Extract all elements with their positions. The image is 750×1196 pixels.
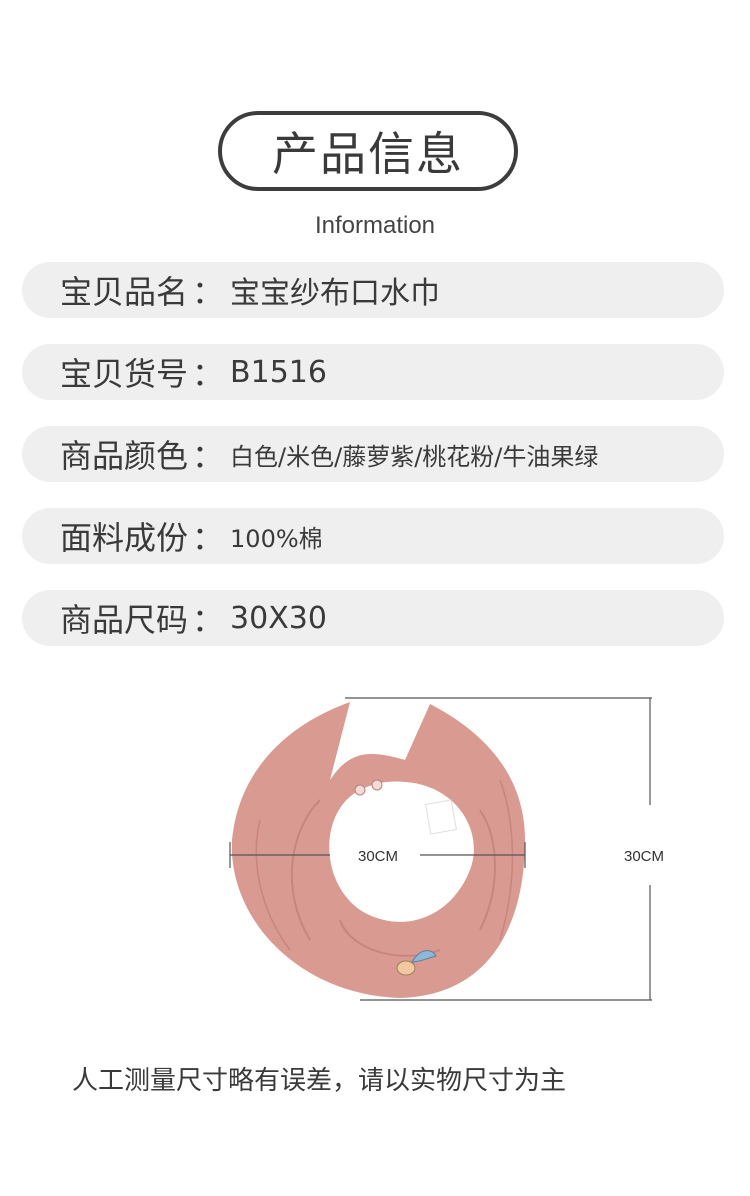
info-value: 100%棉 [230, 524, 323, 553]
info-label: 宝贝货号 [60, 355, 189, 393]
info-colon: ： [192, 519, 225, 557]
info-colon: ： [192, 601, 225, 639]
info-value: B1516 [230, 354, 327, 390]
info-row-size: 商品尺码 ： 30X30 [22, 590, 724, 646]
info-label: 面料成份 [60, 519, 189, 557]
width-label: 30CM [358, 848, 398, 865]
info-label: 商品尺码 [60, 601, 189, 639]
info-colon: ： [192, 437, 225, 475]
info-label: 商品颜色 [60, 437, 189, 475]
info-row-color: 商品颜色 ： 白色/米色/藤萝紫/桃花粉/牛油果绿 [22, 426, 724, 482]
title-frame [218, 111, 518, 191]
info-colon: ： [192, 355, 225, 393]
info-label: 宝贝品名 [60, 273, 189, 311]
info-value: 宝宝纱布口水巾 [230, 276, 441, 311]
info-value: 30X30 [230, 600, 327, 636]
product-diagram: 30CM 30CM [229, 697, 664, 1001]
height-label: 30CM [624, 848, 664, 865]
page-subtitle: Information [314, 212, 436, 239]
measurement-note: 人工测量尺寸略有误差，请以实物尺寸为主 [72, 1066, 567, 1096]
bib-image [231, 702, 525, 998]
info-row-name: 宝贝品名 ： 宝宝纱布口水巾 [22, 262, 724, 318]
page-title: 产品信息 [272, 127, 464, 181]
info-row-material: 面料成份 ： 100%棉 [22, 508, 724, 564]
width-dimension: 30CM [229, 842, 526, 868]
info-colon: ： [192, 273, 225, 311]
height-dimension: 30CM [345, 697, 664, 1001]
info-row-sku: 宝贝货号 ： B1516 [22, 344, 724, 400]
info-value: 白色/米色/藤萝紫/桃花粉/牛油果绿 [230, 442, 599, 471]
